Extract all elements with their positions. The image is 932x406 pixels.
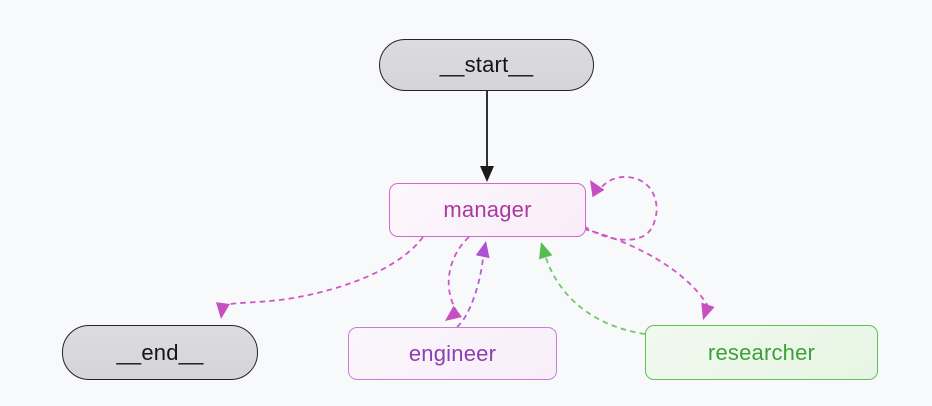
node-end[interactable]: __end__ <box>62 325 258 380</box>
node-manager[interactable]: manager <box>389 183 586 237</box>
edge-manager-self-loop <box>583 176 658 241</box>
node-researcher[interactable]: researcher <box>645 325 878 380</box>
arrowhead-engineer-to-manager <box>475 241 490 259</box>
edge-manager-to-researcher <box>583 228 709 307</box>
arrowhead-start-to-manager <box>480 166 494 182</box>
node-engineer[interactable]: engineer <box>348 327 557 380</box>
node-researcher-label: researcher <box>707 339 816 365</box>
arrowhead-manager-to-end <box>216 302 230 319</box>
arrowhead-manager-self-loop <box>590 180 605 198</box>
node-start[interactable]: __start__ <box>379 39 594 91</box>
node-end-label: __end__ <box>116 339 204 365</box>
arrowhead-researcher-to-manager <box>538 242 553 260</box>
edge-researcher-to-manager <box>545 257 646 335</box>
arrowhead-manager-to-engineer <box>445 305 462 321</box>
edge-engineer-to-manager <box>456 257 484 328</box>
node-manager-label: manager <box>443 197 532 222</box>
edge-manager-to-engineer <box>447 236 470 311</box>
edge-manager-to-end <box>224 236 424 306</box>
arrowhead-manager-to-researcher <box>701 302 715 320</box>
node-start-label: __start__ <box>439 52 534 77</box>
node-engineer-label: engineer <box>408 340 497 366</box>
